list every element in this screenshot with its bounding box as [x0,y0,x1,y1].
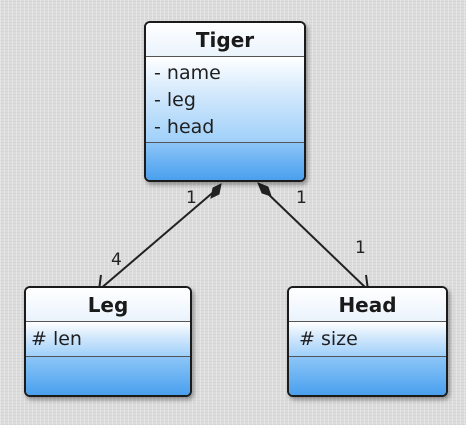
class-head[interactable]: Head # size [287,286,448,397]
tiger-leg-composition-diamond [210,183,222,199]
class-head-attributes: # size [289,322,446,357]
tiger-head-source-multiplicity: 1 [296,188,307,208]
attribute-name: - name [154,62,221,84]
tiger-head-composition-diamond [257,182,272,197]
tiger-leg-association-line [98,188,218,291]
attribute-head: - head [154,116,215,138]
class-head-operations [289,357,446,395]
class-head-name: Head [289,288,446,322]
attribute-size: # size [299,328,358,350]
class-leg-operations [26,357,190,395]
tiger-head-association-line [263,189,369,291]
class-tiger[interactable]: Tiger - name - leg - head [144,21,306,182]
tiger-leg-source-multiplicity: 1 [186,188,197,208]
class-tiger-operations [146,143,304,180]
class-leg-name: Leg [26,288,190,322]
tiger-head-target-multiplicity: 1 [355,238,366,258]
class-tiger-attributes: - name - leg - head [146,57,304,143]
class-tiger-name: Tiger [146,23,304,57]
class-leg[interactable]: Leg # len [24,286,192,397]
attribute-len: # len [31,328,82,350]
attribute-leg: - leg [154,89,196,111]
class-leg-attributes: # len [26,322,190,357]
tiger-leg-target-multiplicity: 4 [111,250,122,270]
